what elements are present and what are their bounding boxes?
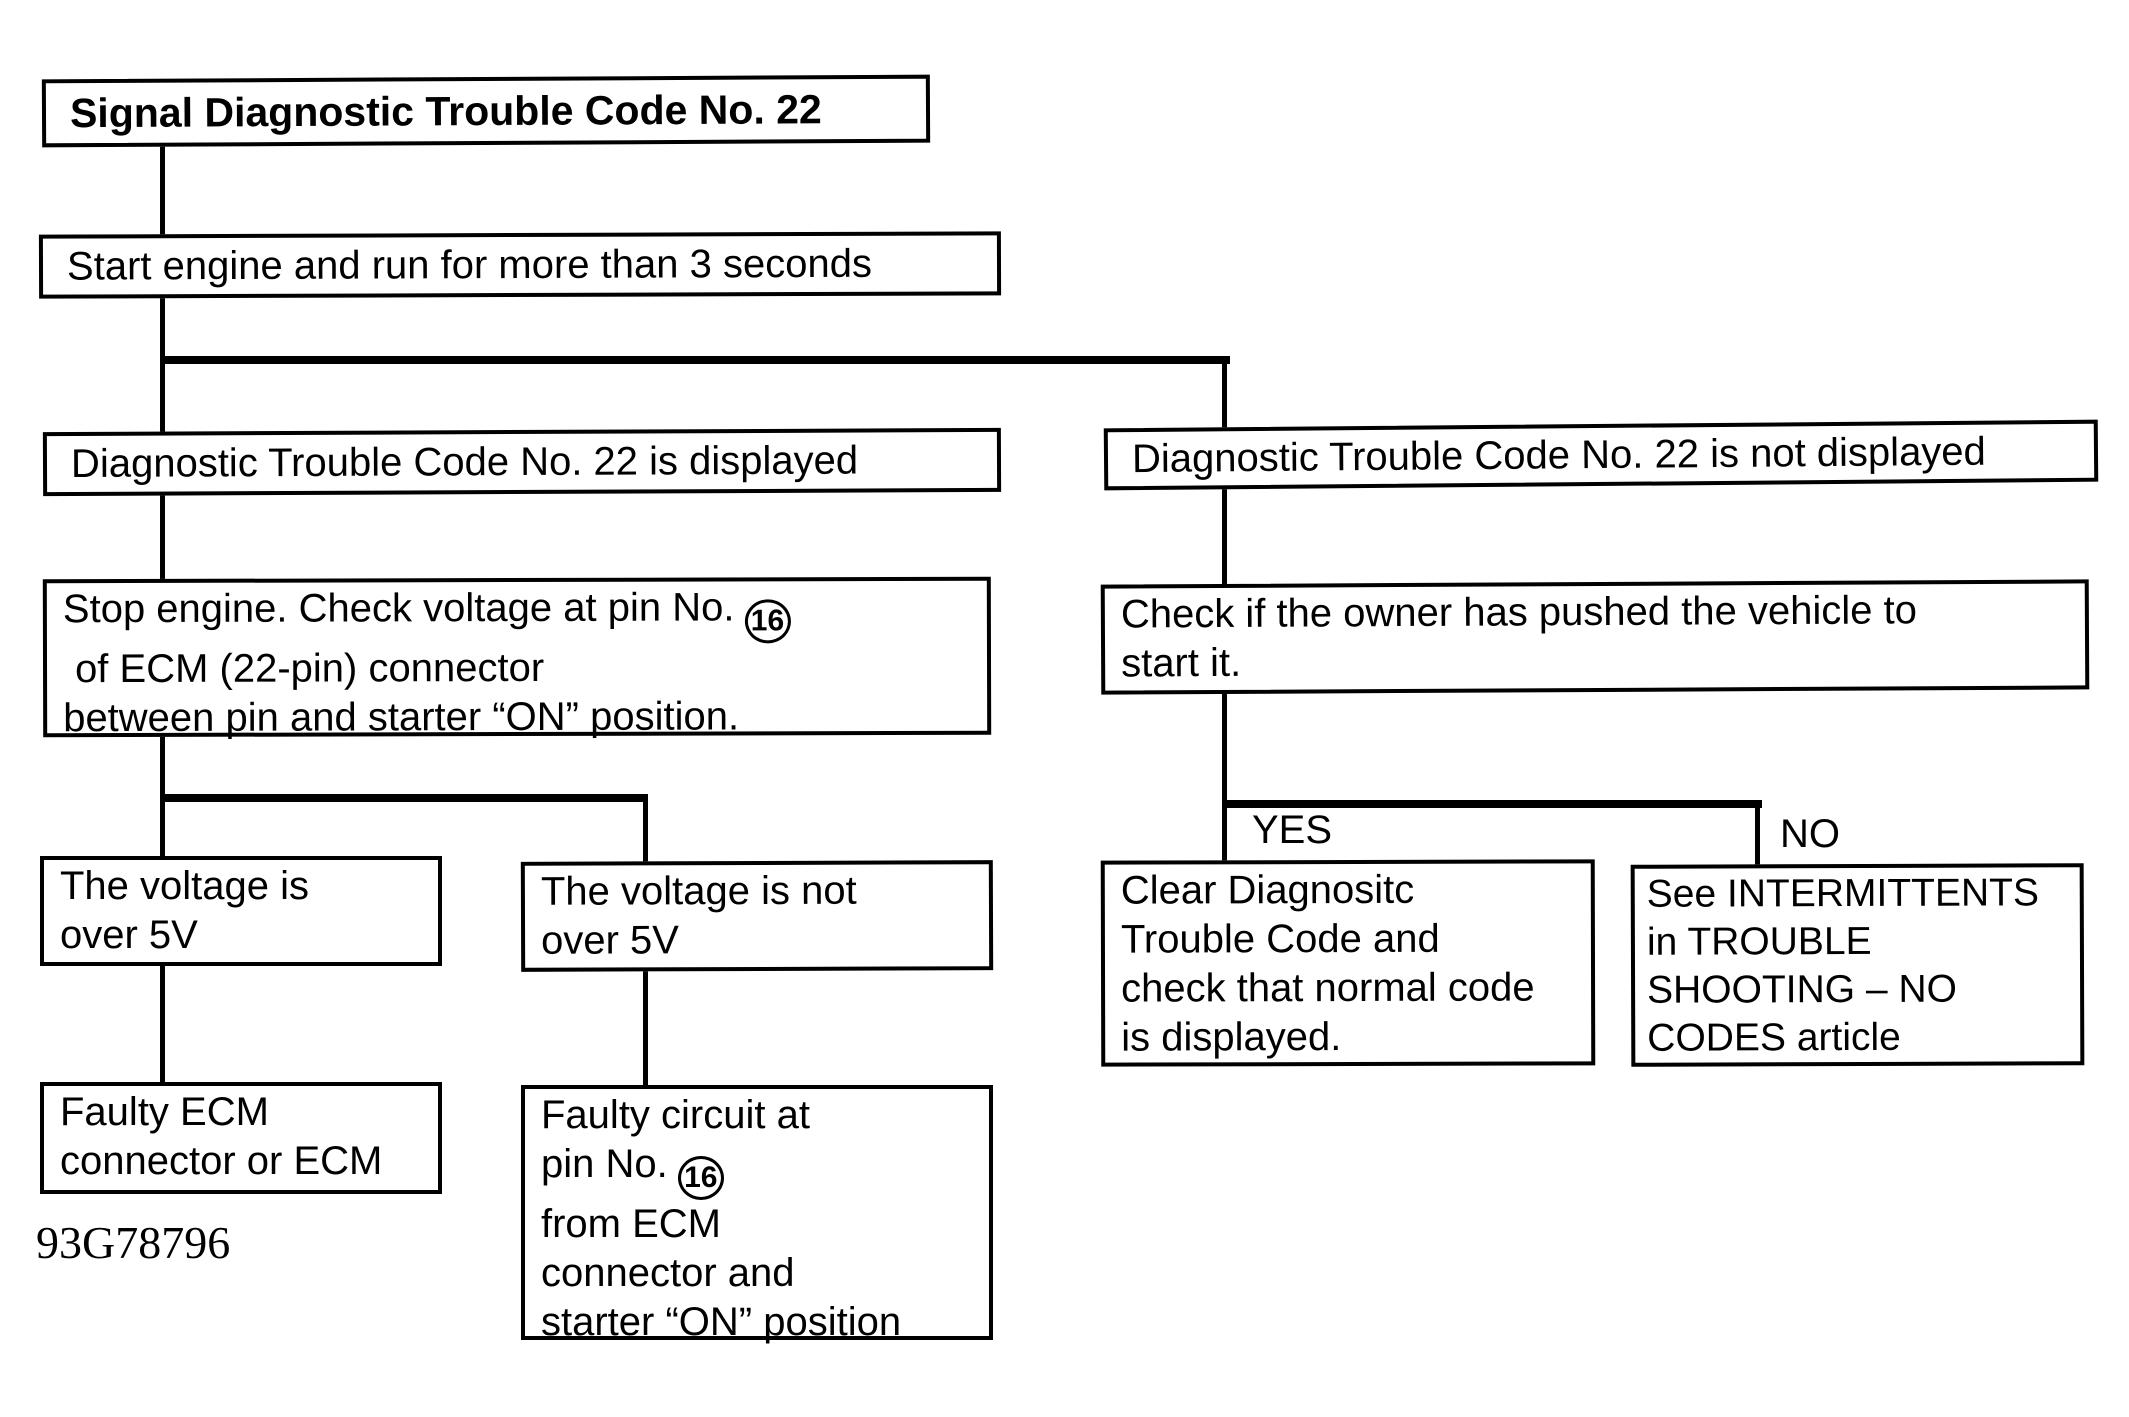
figure-id-label: 93G78796 — [36, 1217, 231, 1268]
faulty-circuit-line-2-text: pin No. — [541, 1142, 668, 1186]
connector-not-displayed-to-check — [1222, 482, 1227, 586]
connector-branch-top — [160, 356, 1230, 364]
connector-voltage-branch — [160, 794, 648, 802]
branch-label-yes: YES — [1252, 808, 1333, 852]
node-code-not-displayed: Diagnostic Trouble Code No. 22 is not di… — [1103, 419, 2099, 491]
connector-to-no-box — [1755, 800, 1760, 868]
faulty-circuit-line-2: pin No.16 — [541, 1140, 973, 1200]
connector-check-to-yesno-branch — [1222, 688, 1227, 806]
node-code-not-displayed-text: Diagnostic Trouble Code No. 22 is not di… — [1131, 429, 1987, 481]
node-check-owner-push-start: Check if the owner has pushed the vehicl… — [1100, 579, 2090, 695]
connector-to-voltage-not-over — [643, 794, 648, 866]
pin-16-circled-badge: 16 — [744, 599, 791, 644]
stop-check-line-1-text: Stop engine. Check voltage at pin No. — [62, 585, 735, 632]
faulty-circuit-rest: from ECM connector and starter “ON” posi… — [541, 1202, 902, 1344]
faulty-circuit-line-1: Faulty circuit at — [541, 1093, 810, 1137]
connector-branch-to-not-displayed — [1222, 356, 1227, 428]
node-start-engine: Start engine and run for more than 3 sec… — [38, 231, 1002, 299]
node-faulty-circuit: Faulty circuit at pin No.16 from ECM con… — [521, 1085, 993, 1344]
connector-voltage-not-to-faulty-circuit — [643, 967, 648, 1089]
connector-title-to-start — [160, 142, 165, 238]
stop-check-line-2: of ECM (22-pin) connector — [74, 645, 545, 692]
node-code-displayed-text: Diagnostic Trouble Code No. 22 is displa… — [70, 438, 859, 486]
node-title-text: Signal Diagnostic Trouble Code No. 22 — [69, 85, 822, 136]
connector-to-yes-box — [1222, 800, 1227, 864]
pin-16-circled-badge: 16 — [677, 1156, 724, 1200]
node-code-displayed: Diagnostic Trouble Code No. 22 is displa… — [42, 427, 1002, 497]
node-start-engine-text: Start engine and run for more than 3 sec… — [66, 241, 873, 289]
connector-start-to-displayed — [160, 294, 165, 434]
stop-check-line-3: between pin and starter “ON” position. — [63, 694, 740, 741]
node-voltage-over-5v: The voltage is over 5V — [40, 856, 442, 966]
stop-check-line-1: Stop engine. Check voltage at pin No.16 — [63, 583, 971, 645]
connector-stop-to-voltage-branch — [160, 732, 165, 800]
node-see-intermittents: See INTERMITTENTS in TROUBLE SHOOTING – … — [1630, 863, 2085, 1067]
connector-to-voltage-over — [160, 794, 165, 860]
node-faulty-ecm: Faulty ECM connector or ECM — [40, 1082, 442, 1194]
connector-voltage-over-to-faulty-ecm — [160, 962, 165, 1086]
connector-yesno-branch — [1222, 800, 1762, 808]
node-voltage-not-over-5v: The voltage is not over 5V — [520, 860, 994, 972]
node-stop-engine-check-voltage: Stop engine. Check voltage at pin No.16 … — [42, 576, 992, 740]
connector-displayed-to-stop — [160, 492, 165, 582]
node-clear-trouble-code: Clear Diagnositc Trouble Code and check … — [1100, 859, 1596, 1067]
branch-label-no: NO — [1780, 812, 1840, 856]
node-title: Signal Diagnostic Trouble Code No. 22 — [41, 74, 931, 148]
